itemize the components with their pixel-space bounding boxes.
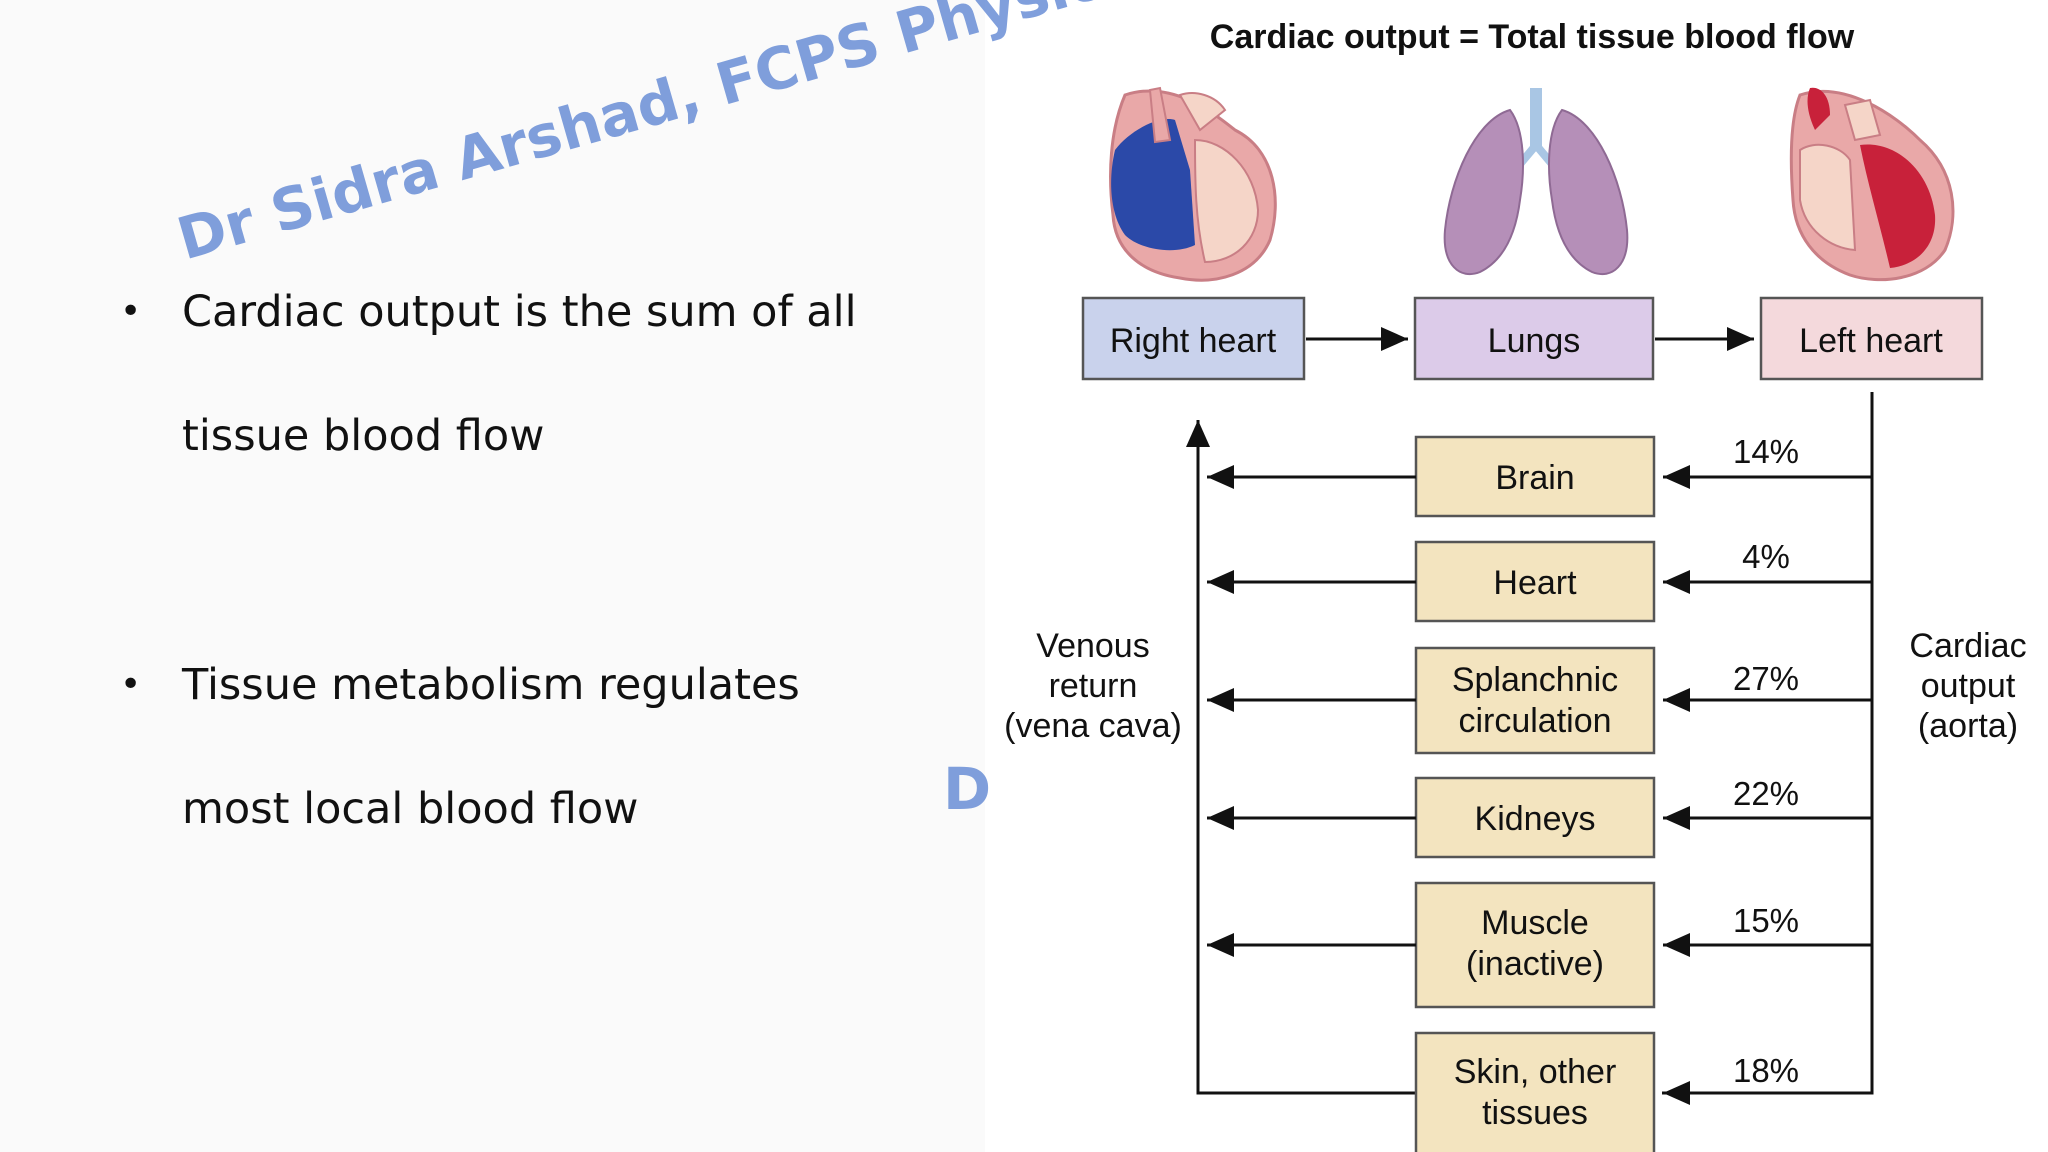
percent-splanchnic: 27% <box>1733 660 1799 697</box>
bullet-1: • Cardiac output is the sum of all tissu… <box>120 250 900 500</box>
organ-label-skin-1: Skin, other <box>1454 1053 1617 1091</box>
organ-box-muscle <box>1414 881 1656 1009</box>
organ-label-splanchnic-2: circulation <box>1458 702 1611 740</box>
organ-label-skin-2: tissues <box>1482 1094 1588 1132</box>
organ-box-skin <box>1414 1031 1656 1152</box>
percent-muscle: 15% <box>1733 902 1799 939</box>
organ-label-muscle-2: (inactive) <box>1466 945 1604 983</box>
aorta-line <box>1662 392 1874 1095</box>
organ-label-brain: Brain <box>1495 459 1574 497</box>
text-panel <box>0 0 985 1152</box>
aorta-label-line-1: Cardiac <box>1909 627 2026 665</box>
organ-label-heart: Heart <box>1493 564 1577 602</box>
aorta-label-line-3: (aorta) <box>1918 707 2018 745</box>
cardiac-output-label: Cardiac output (aorta) <box>1909 627 2026 745</box>
bullet-dot: • <box>120 291 142 332</box>
watermark-fragment: D <box>943 755 992 823</box>
diagram-title: Cardiac output = Total tissue blood flow <box>1210 18 1855 56</box>
percent-skin: 18% <box>1733 1052 1799 1089</box>
left-heart-label: Left heart <box>1799 322 1943 360</box>
lungs-label: Lungs <box>1488 322 1581 360</box>
percent-brain: 14% <box>1733 433 1799 470</box>
vena-cava-line <box>1186 420 1416 1095</box>
left-heart-illustration <box>1789 87 1955 282</box>
lungs-illustration <box>1443 88 1629 275</box>
lungs-box <box>1413 296 1655 381</box>
organ-box-kidneys <box>1414 776 1656 859</box>
bullet-1-line-2: tissue blood flow <box>182 411 545 461</box>
venous-label-line-1: Venous <box>1036 627 1149 665</box>
bullet-1-line-1: Cardiac output is the sum of all <box>182 287 857 337</box>
bullet-dot: • <box>120 664 142 705</box>
organ-box-brain <box>1414 435 1656 518</box>
percent-heart: 4% <box>1742 538 1790 575</box>
right-heart-illustration <box>1109 86 1277 282</box>
organ-label-muscle-1: Muscle <box>1481 904 1589 942</box>
organ-label-splanchnic-1: Splanchnic <box>1452 661 1618 699</box>
venous-label-line-2: return <box>1049 667 1138 705</box>
organ-box-splanchnic <box>1414 646 1656 755</box>
percent-kidneys: 22% <box>1733 775 1799 812</box>
venous-label-line-3: (vena cava) <box>1004 707 1182 745</box>
bullet-2-line-2: most local blood flow <box>182 784 639 834</box>
left-heart-box <box>1759 296 1984 381</box>
right-heart-box <box>1081 296 1306 381</box>
right-heart-label: Right heart <box>1110 322 1277 360</box>
venous-return-label: Venous return (vena cava) <box>1004 627 1182 745</box>
aorta-label-line-2: output <box>1921 667 2016 705</box>
organ-label-kidneys: Kidneys <box>1475 800 1596 838</box>
bullet-2: • Tissue metabolism regulates most local… <box>120 623 900 873</box>
bullet-2-line-1: Tissue metabolism regulates <box>182 660 800 710</box>
organ-list: Brain 14% Heart 4% Splanchnic circulatio… <box>1207 433 1872 1152</box>
